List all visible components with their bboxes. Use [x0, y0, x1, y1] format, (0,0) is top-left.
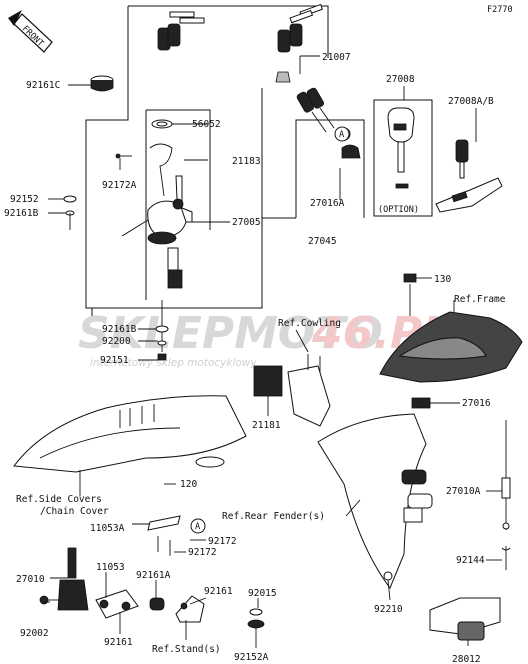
- callout-a-upper: A: [334, 126, 350, 142]
- label-ref-frame: Ref.Frame: [454, 294, 506, 305]
- lock-cylinder: [341, 144, 361, 159]
- label-ref-cowling: Ref.Cowling: [278, 318, 341, 329]
- keys-21007: [275, 3, 324, 83]
- side-cover: [13, 395, 247, 473]
- callout-a-lower-label: A: [195, 522, 200, 532]
- bolts-92172: [147, 515, 181, 556]
- front-arrow: FRONT: [8, 10, 53, 53]
- label-92161b-left: 92161B: [4, 208, 39, 219]
- label-92152a: 92152A: [234, 652, 269, 663]
- callout-a-upper-label: A: [339, 130, 344, 140]
- label-27045: 27045: [308, 236, 337, 247]
- reflector-28012: [383, 571, 501, 641]
- label-11053: 11053: [96, 562, 125, 573]
- label-92161: 92161: [204, 586, 233, 597]
- part-labels: 92161C 56052 21183 92172A 92152 92161B 2…: [4, 52, 506, 664]
- ignition-switch: [147, 198, 187, 289]
- washers-left: [63, 195, 77, 230]
- label-27010: 27010: [16, 574, 45, 585]
- label-92210: 92210: [374, 604, 403, 615]
- watermark-left: SKLEPMOTO: [78, 308, 383, 359]
- label-27016a: 27016A: [310, 198, 345, 209]
- cap-92161c: [90, 75, 114, 92]
- label-92002: 92002: [20, 628, 49, 639]
- label-92144: 92144: [456, 555, 485, 566]
- label-92151: 92151: [100, 355, 129, 366]
- label-92172a: 92172A: [102, 180, 137, 191]
- screw-92172a: [115, 153, 132, 159]
- figure-code: F2770: [487, 5, 513, 15]
- label-92172-a: 92172: [208, 536, 237, 547]
- label-27008: 27008: [386, 74, 415, 85]
- key-27008: [387, 107, 415, 189]
- bracket-21181: [253, 354, 331, 427]
- label-ref-side-covers: Ref.Side Covers: [16, 494, 102, 505]
- label-130: 130: [434, 274, 451, 285]
- label-27016: 27016: [462, 398, 491, 409]
- mount-hardware: [155, 300, 169, 361]
- label-92152: 92152: [10, 194, 39, 205]
- key-cap: [275, 71, 291, 83]
- stand-parts: [95, 589, 265, 629]
- label-ref-stand: Ref.Stand(s): [152, 644, 221, 655]
- stand-switch: [39, 547, 89, 611]
- label-92161c: 92161C: [26, 80, 60, 91]
- label-21007: 21007: [322, 52, 351, 63]
- label-21183: 21183: [232, 156, 261, 167]
- label-28012: 28012: [452, 654, 481, 664]
- keys-27008ab: [435, 139, 503, 213]
- label-21181: 21181: [252, 420, 281, 431]
- label-11053a: 11053A: [90, 523, 125, 534]
- rear-fender: [317, 413, 433, 590]
- label-ref-rear-fender: Ref.Rear Fender(s): [222, 511, 325, 522]
- label-27008ab: 27008A/B: [448, 96, 494, 107]
- label-92200: 92200: [102, 336, 131, 347]
- label-92161-b: 92161: [104, 637, 133, 648]
- assembly-boxes: [85, 5, 433, 316]
- label-92161a: 92161A: [136, 570, 171, 581]
- watermark-tagline: internetowy sklep motocyklowy: [90, 357, 257, 369]
- keys-set-main: [157, 11, 205, 51]
- keys-27016a: [296, 87, 361, 159]
- label-92015: 92015: [248, 588, 277, 599]
- label-chain-cover: /Chain Cover: [40, 506, 109, 517]
- callout-a-lower: A: [190, 518, 206, 534]
- label-27005: 27005: [232, 217, 261, 228]
- leader-lines: [44, 55, 502, 648]
- option-key-box: [373, 99, 433, 217]
- label-56052: 56052: [192, 119, 221, 130]
- frame: [379, 273, 523, 383]
- label-27010a: 27010A: [446, 486, 481, 497]
- label-120: 120: [180, 479, 197, 490]
- label-92172-b: 92172: [188, 547, 217, 558]
- label-92161b-mid: 92161B: [102, 324, 137, 335]
- switch-27016: [411, 397, 511, 570]
- label-option: (OPTION): [378, 205, 419, 215]
